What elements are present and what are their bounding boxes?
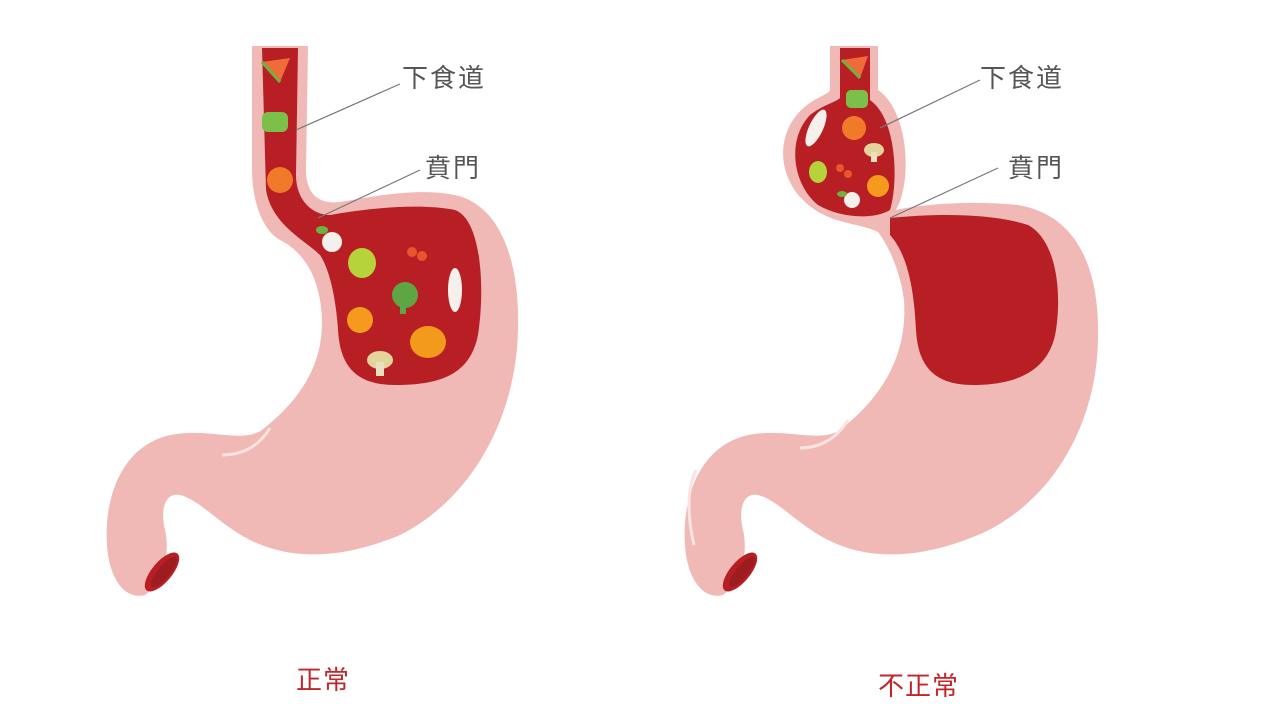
watermelon-icon: [260, 58, 290, 84]
normal-caption: 正常: [296, 666, 351, 696]
cherries-icon: [407, 247, 427, 261]
strawberry-icon: [267, 167, 293, 193]
normal-stomach-panel: 下食道 賁門 正常: [106, 46, 519, 696]
mushroom-icon: [367, 351, 393, 376]
green-pepper-icon: [846, 90, 868, 108]
stomach-highlight: [799, 419, 850, 450]
abnormal-stomach-panel: 下食道 賁門 不正常: [578, 0, 1218, 720]
stomach-wall: [106, 46, 519, 596]
daikon-icon: [448, 268, 462, 312]
stomach-highlight: [221, 427, 272, 457]
stomach-lumen: [890, 214, 1059, 385]
cardia-label: 賁門: [1008, 154, 1065, 184]
stomach-wall: [684, 46, 1099, 596]
strawberry-icon: [842, 116, 866, 140]
cherries-icon: [836, 164, 852, 178]
turnip-icon: [837, 191, 860, 208]
green-pepper-icon: [262, 112, 288, 132]
duodenum-highlight: [687, 469, 698, 546]
pear-icon: [348, 248, 376, 278]
stomach-lumen: [262, 48, 482, 385]
daikon-icon: [805, 109, 827, 147]
pumpkin-icon: [410, 326, 446, 358]
cardia-label: 賁門: [425, 154, 482, 184]
lower-esophagus-label: 下食道: [402, 64, 487, 94]
orange-icon: [347, 307, 373, 333]
pear-icon: [809, 161, 827, 183]
lower-esophagus-label: 下食道: [980, 64, 1065, 94]
normal-stomach-illustration: [106, 46, 519, 596]
lower-esophagus-leader-line: [879, 79, 981, 129]
cardia-leader-line: [889, 167, 999, 219]
broccoli-icon: [392, 282, 418, 314]
watermelon-icon: [840, 56, 868, 80]
cardia-leader-line: [317, 169, 421, 219]
duodenum-inner: [150, 556, 178, 588]
lower-esophagus-leader-line: [295, 83, 401, 131]
abnormal-stomach-illustration: [684, 46, 1099, 596]
turnip-icon: [316, 226, 342, 252]
abnormal-caption: 不正常: [878, 672, 960, 702]
mushroom-icon: [864, 143, 884, 162]
orange-icon: [867, 175, 889, 197]
duodenum-inner: [728, 556, 756, 588]
